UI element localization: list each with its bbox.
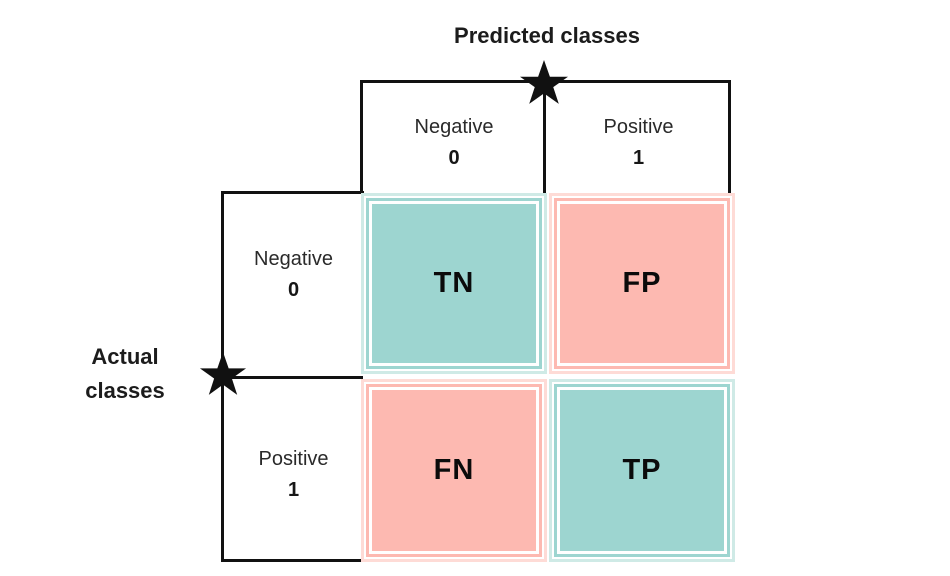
cell-true-negative: TN	[369, 201, 539, 366]
predicted-box-left-line	[360, 80, 363, 194]
actual-classes-title-line1: Actual	[91, 344, 159, 369]
cell-false-negative: FN	[369, 387, 539, 554]
predicted-positive-label: Positive	[603, 116, 674, 138]
actual-positive-label: Positive	[258, 448, 329, 470]
actual-classes-title: Actual classes	[55, 340, 195, 408]
actual-box-bottom-line	[221, 559, 366, 562]
actual-row-divider-line	[221, 376, 363, 379]
predicted-positive-value: 1	[632, 147, 645, 169]
actual-row-positive-header: Positive 1	[226, 446, 361, 500]
actual-row-negative-header: Negative 0	[226, 246, 361, 300]
actual-positive-value: 1	[287, 479, 300, 501]
predicted-negative-value: 0	[448, 147, 460, 169]
star-icon	[199, 352, 247, 397]
predicted-classes-title: Predicted classes	[454, 23, 640, 48]
predicted-column-divider-line	[543, 80, 546, 193]
star-icon	[519, 60, 569, 106]
actual-classes-title-line2: classes	[85, 378, 165, 403]
predicted-column-negative-header: Negative 0	[364, 114, 544, 168]
cell-false-positive: FP	[557, 201, 727, 366]
predicted-column-positive-header: Positive 1	[547, 114, 730, 168]
cell-true-positive: TP	[557, 387, 727, 554]
predicted-negative-label: Negative	[414, 116, 494, 138]
actual-negative-label: Negative	[254, 248, 333, 270]
predicted-box-right-line	[728, 80, 731, 193]
actual-negative-value: 0	[287, 279, 300, 301]
actual-box-top-line	[221, 191, 364, 194]
